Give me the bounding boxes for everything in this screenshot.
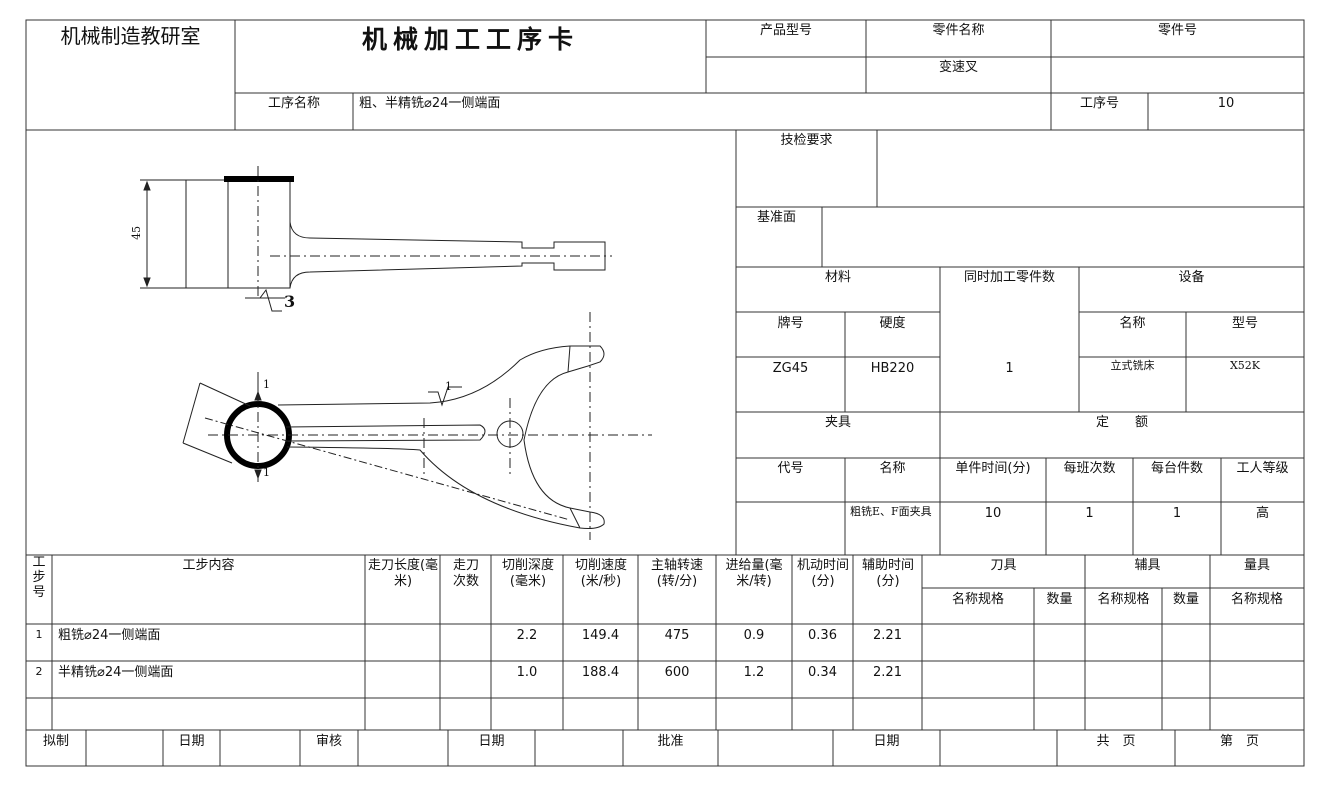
hardness-value: HB220 xyxy=(870,361,915,376)
footer-date-3: 日期 xyxy=(873,734,900,749)
row1-content: 粗铣⌀24一侧端面 xyxy=(58,628,161,643)
fixture-name-value: 粗铣E、F面夹具 xyxy=(850,505,932,518)
fixture-code-label: 代号 xyxy=(777,461,804,476)
row2-machine-time: 0.34 xyxy=(808,665,837,680)
th-machine-time: 机动时间(分) xyxy=(797,558,850,590)
equipment-model-value: X52K xyxy=(1229,359,1261,372)
worker-grade-label: 工人等级 xyxy=(1236,461,1289,476)
th-depth: 切削深度(毫米) xyxy=(501,558,554,590)
th-qty-2: 数量 xyxy=(1172,592,1199,607)
footer-draft: 拟制 xyxy=(42,734,69,749)
top-view xyxy=(182,312,652,540)
row2-spindle: 600 xyxy=(664,665,690,680)
op-no-label: 工序号 xyxy=(1079,96,1119,111)
row2-depth: 1.0 xyxy=(516,665,538,680)
dimension-45: 45 xyxy=(130,225,144,240)
material-label: 材料 xyxy=(824,270,851,285)
inspection-label: 技检要求 xyxy=(780,133,833,148)
th-passes: 走刀次数 xyxy=(452,558,479,590)
th-spec-1: 名称规格 xyxy=(951,592,1004,607)
row1-no: 1 xyxy=(35,628,43,641)
grade-value: ZG45 xyxy=(772,361,809,376)
roughness-3: 3 xyxy=(284,292,296,311)
th-feed: 进给量(毫米/转) xyxy=(725,558,783,590)
grade-label: 牌号 xyxy=(777,316,804,331)
row2-content: 半精铣⌀24一侧端面 xyxy=(58,665,174,680)
side-view xyxy=(140,166,612,312)
equipment-label: 设备 xyxy=(1178,270,1205,285)
equipment-name-label: 名称 xyxy=(1119,316,1146,331)
unit-time-value: 10 xyxy=(984,506,1002,521)
th-gauge: 量具 xyxy=(1243,558,1270,573)
row1-speed: 149.4 xyxy=(581,628,620,643)
row1-feed: 0.9 xyxy=(743,628,765,643)
footer-total-pages: 共 页 xyxy=(1096,734,1136,749)
th-qty-1: 数量 xyxy=(1046,592,1073,607)
th-speed: 切削速度(米/秒) xyxy=(574,558,627,590)
part-name-label: 零件名称 xyxy=(932,23,985,38)
footer-review: 审核 xyxy=(315,734,342,749)
footer-approve: 批准 xyxy=(657,734,684,749)
row1-depth: 2.2 xyxy=(516,628,538,643)
footer-page-no: 第 页 xyxy=(1219,734,1259,749)
institution-name: 机械制造教研室 xyxy=(60,24,201,48)
th-content: 工步内容 xyxy=(182,558,235,573)
row2-feed: 1.2 xyxy=(743,665,765,680)
th-aux-time: 辅助时间(分) xyxy=(861,558,914,590)
mark-1-right: 1 xyxy=(445,380,452,393)
row2-speed: 188.4 xyxy=(581,665,620,680)
row2-aux-time: 2.21 xyxy=(873,665,902,680)
part-name-value: 变速叉 xyxy=(938,60,978,75)
th-spindle: 主轴转速(转/分) xyxy=(650,558,703,590)
fixture-label: 夹具 xyxy=(824,415,851,430)
part-no-label: 零件号 xyxy=(1157,23,1197,38)
per-shift-value: 1 xyxy=(1085,506,1094,521)
unit-time-label: 单件时间(分) xyxy=(955,461,1031,476)
equipment-model-label: 型号 xyxy=(1231,316,1258,331)
card-title: 机械加工工序卡 xyxy=(361,25,579,54)
th-step-no: 工步号 xyxy=(32,555,46,600)
per-machine-label: 每台件数 xyxy=(1150,461,1203,476)
datum-label: 基准面 xyxy=(757,210,797,225)
mark-1-bottom: 1 xyxy=(263,466,270,479)
op-name-value: 粗、半精铣⌀24一侧端面 xyxy=(359,96,501,111)
row2-no: 2 xyxy=(35,665,43,678)
per-machine-value: 1 xyxy=(1172,506,1182,521)
row1-aux-time: 2.21 xyxy=(873,628,902,643)
fixture-name-label: 名称 xyxy=(879,461,906,476)
op-name-label: 工序名称 xyxy=(267,96,320,111)
op-no-value: 10 xyxy=(1217,96,1235,111)
footer-date-1: 日期 xyxy=(178,734,205,749)
th-cutter: 刀具 xyxy=(990,558,1017,573)
th-spec-3: 名称规格 xyxy=(1230,592,1283,607)
row1-spindle: 475 xyxy=(664,628,690,643)
th-spec-2: 名称规格 xyxy=(1097,592,1150,607)
mark-1-top: 1 xyxy=(263,378,270,391)
footer-date-2: 日期 xyxy=(478,734,505,749)
quota-label: 定 额 xyxy=(1095,415,1148,430)
per-shift-label: 每班次数 xyxy=(1063,461,1116,476)
product-model-label: 产品型号 xyxy=(759,23,812,38)
worker-grade-value: 高 xyxy=(1255,506,1269,521)
equipment-name-value: 立式铣床 xyxy=(1110,359,1155,372)
th-aux-tool: 辅具 xyxy=(1134,558,1161,573)
simultaneous-parts-value: 1 xyxy=(1005,361,1014,376)
row1-machine-time: 0.36 xyxy=(808,628,837,643)
th-tool-length: 走刀长度(毫米) xyxy=(367,558,439,590)
hardness-label: 硬度 xyxy=(879,316,906,331)
simultaneous-parts-label: 同时加工零件数 xyxy=(963,270,1055,285)
